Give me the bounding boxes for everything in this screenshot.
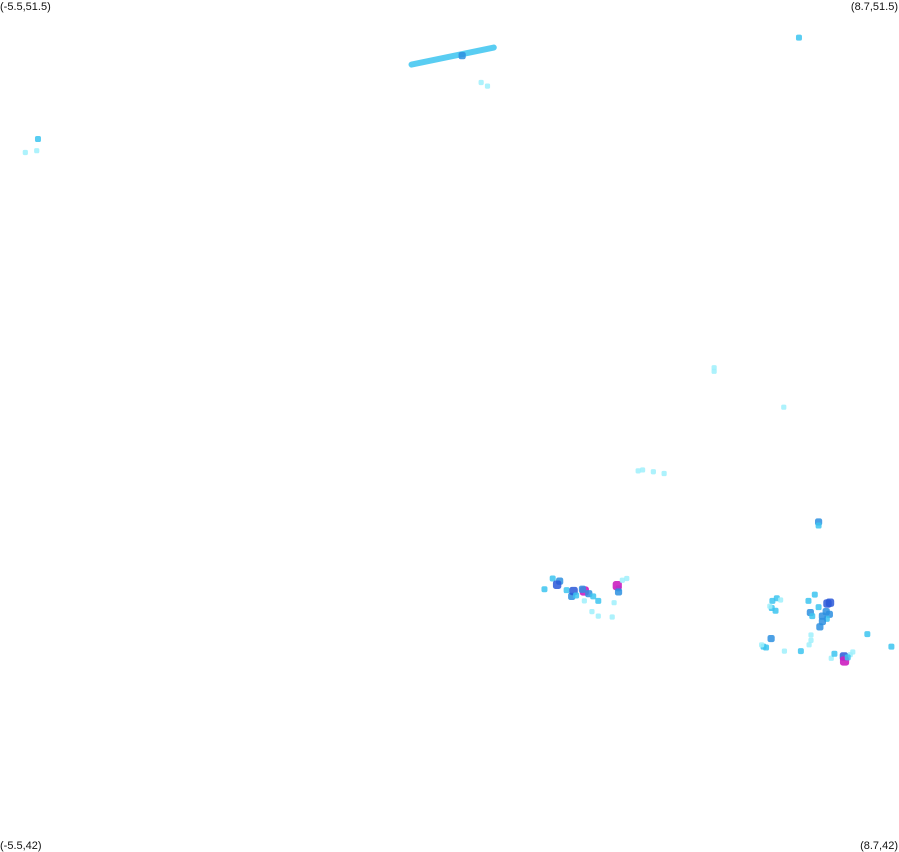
density-point [850, 649, 856, 655]
density-point [828, 655, 834, 661]
density-point [781, 404, 787, 410]
density-point [595, 597, 602, 604]
density-point [816, 623, 824, 631]
density-point [650, 469, 656, 475]
density-point [806, 642, 812, 648]
density-point [808, 632, 814, 638]
density-point [778, 597, 784, 603]
density-point [595, 613, 601, 619]
density-point [22, 149, 28, 156]
density-point [797, 648, 804, 655]
density-point [34, 148, 40, 154]
density-point [484, 83, 491, 89]
density-point [888, 643, 895, 650]
density-point [611, 600, 617, 606]
density-point [34, 136, 41, 143]
density-point [614, 588, 623, 596]
density-point [578, 585, 587, 593]
density-point [624, 575, 630, 582]
density-point [563, 587, 570, 594]
density-point [809, 613, 816, 620]
density-point [864, 631, 871, 638]
corner-label-top-right: (8.7,51.5) [850, 1, 898, 13]
density-point [589, 609, 595, 615]
corner-label-top-left: (-5.5,51.5) [0, 1, 51, 13]
density-point [825, 598, 835, 607]
density-point [541, 586, 548, 593]
corner-label-bottom-left: (-5.5,42) [0, 840, 42, 852]
density-point [661, 470, 667, 477]
density-point [781, 648, 788, 654]
density-point [573, 592, 580, 599]
density-point [549, 575, 556, 582]
density-point [635, 468, 641, 474]
density-point [581, 598, 587, 604]
density-point [759, 642, 765, 648]
density-point [619, 577, 625, 583]
density-point [811, 591, 818, 598]
density-point [767, 603, 773, 609]
density-point [478, 79, 484, 86]
density-point [711, 368, 717, 374]
density-point [818, 612, 826, 620]
density-point [609, 614, 615, 620]
density-stroke [408, 44, 497, 68]
density-point [552, 580, 562, 589]
density-point [805, 597, 812, 604]
density-point [767, 634, 775, 643]
density-point [815, 522, 822, 529]
density-point [795, 34, 802, 41]
corner-label-bottom-right: (8.7,42) [860, 840, 898, 852]
density-point [639, 467, 646, 473]
density-point [458, 52, 466, 60]
density-point [612, 581, 622, 591]
density-marks-layer [22, 34, 895, 666]
density-point [772, 607, 779, 614]
density-point [808, 637, 814, 643]
density-point [815, 604, 822, 611]
density-point [590, 593, 597, 600]
density-point [831, 650, 838, 657]
density-point [763, 644, 770, 651]
density-point [844, 654, 851, 661]
